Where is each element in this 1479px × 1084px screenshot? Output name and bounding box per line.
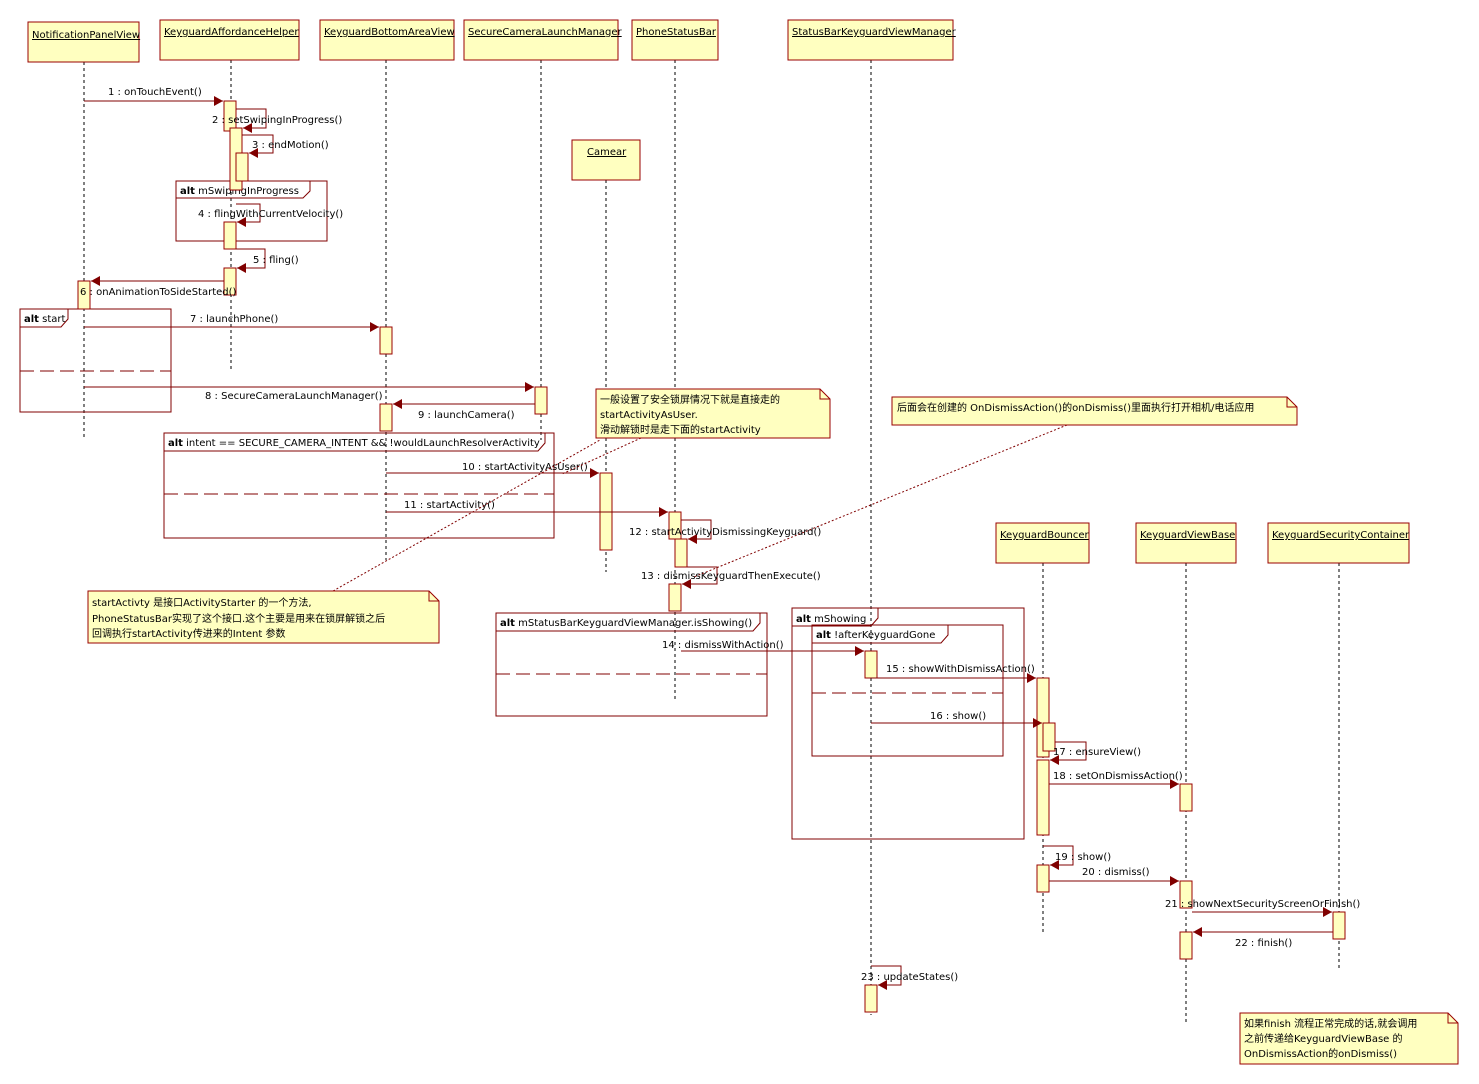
msg-5-label: 5 : fling() [253,255,299,266]
activation [668,583,682,612]
activation [864,984,878,1013]
msg-11-label: 11 : startActivity() [404,500,495,511]
msg-3-label: 3 : endMotion() [252,140,329,151]
msg-13-arrow [682,566,718,589]
notes: 一般设置了安全锁屏情况下就是直接走的 startActivityAsUser. … [87,388,1459,1065]
fragment-afterkeyguardgone [811,624,1004,757]
msg-20-label: 20 : dismiss() [1082,867,1150,878]
msg-19-arrow [1043,845,1074,870]
participant-ksc[interactable]: KeyguardSecurityContainer [1267,522,1410,564]
msg-2-label: 2 : setSwipingInProgress() [212,115,342,126]
fragment-start [19,308,172,413]
fragment-swiping-label: alt mSwipingInProgress [180,186,299,197]
note-ondismiss: 后面会在创建的 OnDismissAction()的onDismiss()里面执… [891,396,1298,426]
msg-23-arrow [871,965,902,990]
msg-19-label: 19 : show() [1055,852,1111,863]
participant-camear[interactable]: Camear [571,139,641,181]
activation [379,403,393,432]
msg-3-arrow [242,134,274,158]
svg-text:StatusBarKeyguardViewManager: StatusBarKeyguardViewManager [792,27,957,38]
participant-kbav[interactable]: KeyguardBottomAreaView [319,19,455,61]
msg-6-label: 6 : onAnimationToSideStarted() [80,287,237,298]
activations [77,100,1346,1013]
note-security: 一般设置了安全锁屏情况下就是直接走的 startActivityAsUser. … [595,388,831,439]
svg-text:SecureCameraLaunchManager: SecureCameraLaunchManager [468,27,623,38]
svg-text:后面会在创建的 OnDismissAction()的onDi: 后面会在创建的 OnDismissAction()的onDismiss()里面执… [897,401,1254,414]
fragments [19,180,1025,840]
msg-18-label: 18 : setOnDismissAction() [1053,771,1183,782]
message-labels: 1 : onTouchEvent() 2 : setSwipingInProgr… [80,87,1360,983]
msg-15-label: 15 : showWithDismissAction() [886,664,1035,675]
note-connectors [332,424,1068,592]
fragment-intent-label: alt intent == SECURE_CAMERA_INTENT && !w… [168,438,540,449]
activation [379,326,393,355]
svg-text:PhoneStatusBar实现了这个接口.这个主要是用来在: PhoneStatusBar实现了这个接口.这个主要是用来在锁屏解锁之后 [92,612,385,625]
fragment-start-label: alt start [24,314,66,325]
fragment-mshowing-label: alt mShowing [796,614,866,625]
msg-2-arrow [236,108,267,133]
msg-12-label: 12 : startActivityDismissingKeyguard() [629,527,821,538]
svg-text:KeyguardBouncer: KeyguardBouncer [1000,530,1090,541]
msg-9-label: 9 : launchCamera() [418,410,515,421]
svg-text:Camear: Camear [587,147,627,158]
svg-text:KeyguardSecurityContainer: KeyguardSecurityContainer [1272,530,1410,541]
msg-12-arrow [681,519,712,544]
msg-4-arrow [236,203,261,227]
svg-text:之前传递给KeyguardViewBase 的: 之前传递给KeyguardViewBase 的 [1244,1032,1403,1045]
activation [1179,880,1193,909]
activation [1332,911,1346,940]
msg-13-label: 13 : dismissKeyguardThenExecute() [641,571,821,582]
svg-text:一般设置了安全锁屏情况下就是直接走的: 一般设置了安全锁屏情况下就是直接走的 [600,393,780,406]
activation [864,650,878,679]
fragment-afterkeyguardgone-label: alt !afterKeyguardGone [816,630,935,641]
participant-sclm[interactable]: SecureCameraLaunchManager [463,19,623,61]
msg-17-label: 17 : ensureView() [1053,747,1141,758]
msg-22-label: 22 : finish() [1235,938,1292,949]
activation [534,386,548,415]
activation [1042,722,1056,752]
participant-psb[interactable]: PhoneStatusBar [631,19,719,61]
svg-text:回调执行startActivity传进来的Intent 参数: 回调执行startActivity传进来的Intent 参数 [92,627,286,640]
activation [1036,864,1050,893]
svg-text:KeyguardAffordanceHelper: KeyguardAffordanceHelper [164,27,299,38]
msg-10-label: 10 : startActivityAsUser() [462,462,588,473]
svg-text:OnDismissAction的onDismiss(): OnDismissAction的onDismiss() [1244,1047,1397,1060]
activation [1036,759,1050,836]
msg-4-label: 4 : flingWithCurrentVelocity() [198,209,343,220]
note-finish: 如果finish 流程正常完成的话,就会调用 之前传递给KeyguardView… [1239,1012,1459,1065]
participant-kb[interactable]: KeyguardBouncer [995,522,1090,564]
msg-5-arrow [236,248,266,273]
svg-text:滑动解锁时是走下面的startActivity: 滑动解锁时是走下面的startActivity [600,423,761,436]
activation [1179,783,1193,812]
svg-text:KeyguardViewBase: KeyguardViewBase [1140,530,1235,541]
svg-text:startActivityAsUser.: startActivityAsUser. [600,410,698,421]
activation [1179,931,1193,960]
participant-npv[interactable]: NotificationPanelView [27,21,140,63]
svg-text:如果finish 流程正常完成的话,就会调用: 如果finish 流程正常完成的话,就会调用 [1244,1017,1417,1030]
activation [674,538,688,568]
participants: NotificationPanelView KeyguardAffordance… [27,19,1410,564]
msg-14-label: 14 : dismissWithAction() [662,640,784,651]
fragment-labels: alt mSwipingInProgress alt start alt int… [24,186,935,641]
msg-1-label: 1 : onTouchEvent() [108,87,202,98]
svg-text:NotificationPanelView: NotificationPanelView [32,30,140,41]
svg-text:PhoneStatusBar: PhoneStatusBar [636,27,717,38]
participant-kah[interactable]: KeyguardAffordanceHelper [159,19,300,61]
svg-text:startActivty 是接口ActivityStarte: startActivty 是接口ActivityStarter 的一个方法, [92,596,312,609]
activation [223,221,237,250]
msg-8-label: 8 : SecureCameraLaunchManager() [205,391,383,402]
note-activitystarter: startActivty 是接口ActivityStarter 的一个方法, P… [87,590,440,644]
msg-7-label: 7 : launchPhone() [190,314,278,325]
msg-17-arrow [1050,741,1087,765]
activation [77,280,91,310]
participant-kvb[interactable]: KeyguardViewBase [1135,522,1237,564]
participant-sbkvm[interactable]: StatusBarKeyguardViewManager [787,19,957,61]
svg-text:KeyguardBottomAreaView: KeyguardBottomAreaView [324,27,455,38]
msg-21-label: 21 : showNextSecurityScreenOrFinish() [1165,899,1360,910]
fragment-isshowing-label: alt mStatusBarKeyguardViewManager.isShow… [500,618,752,629]
activation [235,152,249,182]
msg-23-label: 23 : updateStates() [861,972,958,983]
msg-16-label: 16 : show() [930,711,986,722]
